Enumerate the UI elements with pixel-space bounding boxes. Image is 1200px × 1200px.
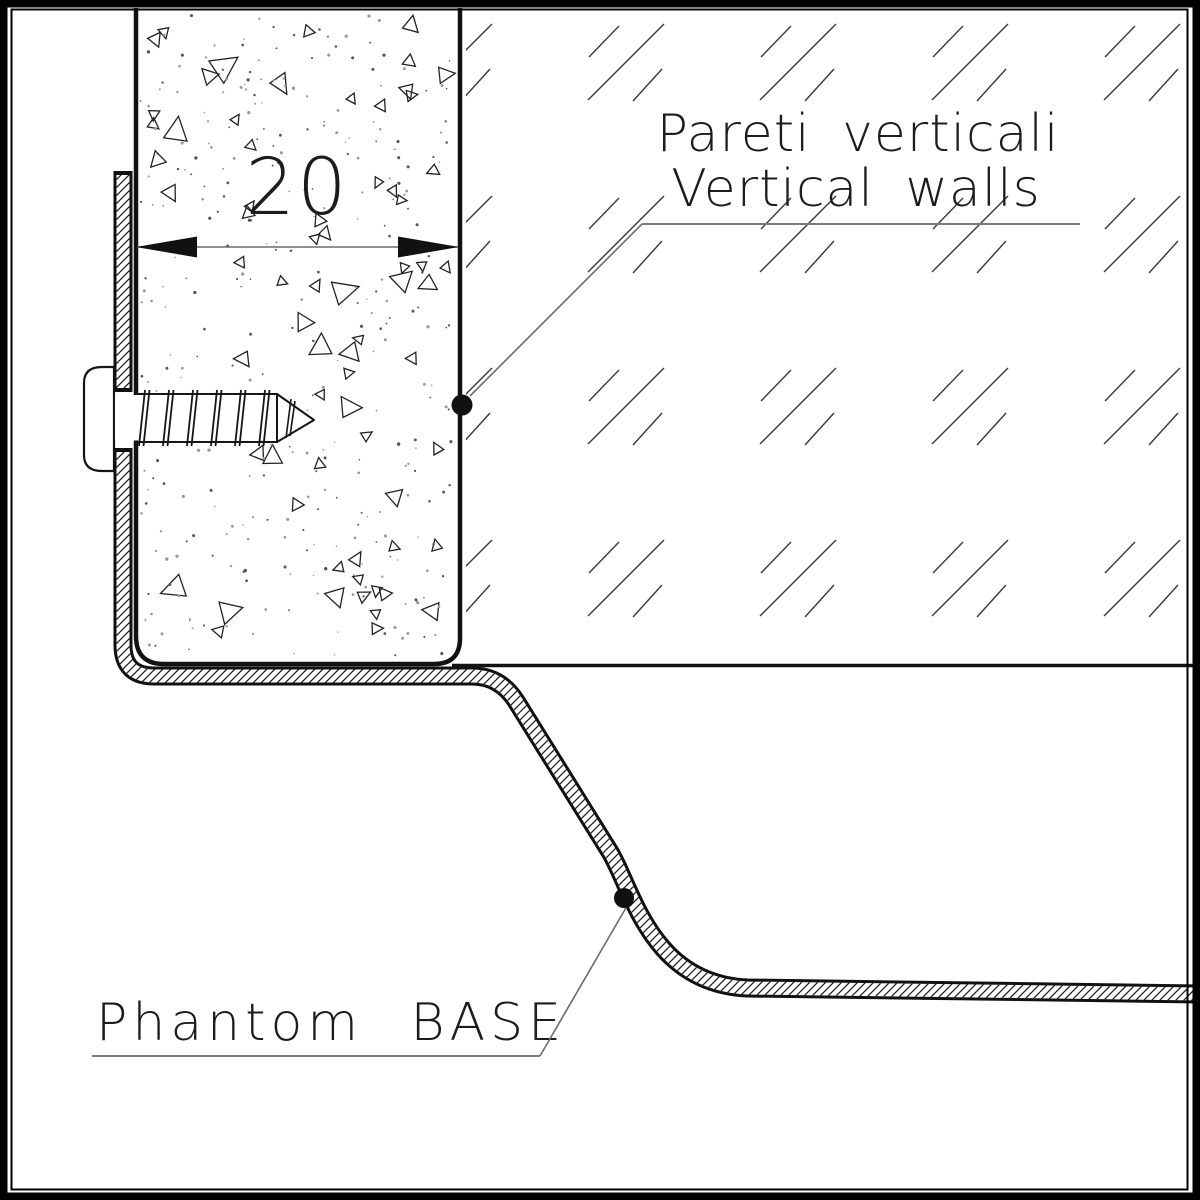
wall-leader-line <box>469 223 643 397</box>
phantom-base-profile <box>113 448 1200 1004</box>
base-label-group: Phantom BASE <box>92 888 634 1057</box>
wall-reference-dot <box>451 394 473 416</box>
concrete-column-outline <box>133 8 463 667</box>
base-reference-dot <box>614 888 634 908</box>
dimension-value: 20 <box>245 143 348 233</box>
dimension-20: 20 <box>136 143 459 258</box>
base-label: Phantom BASE <box>96 993 566 1053</box>
wall-label-group: Pareti verticali Vertical walls <box>451 104 1080 416</box>
dim-arrow-left <box>136 236 197 258</box>
concrete-stipple <box>139 13 457 657</box>
screw-threads <box>138 389 271 447</box>
wall-label-line2: Vertical walls <box>671 159 1041 219</box>
screw <box>115 389 315 447</box>
base-leader-line <box>539 905 628 1057</box>
frame-inner-line <box>10 8 1189 1191</box>
wall-label-line1: Pareti verticali <box>657 104 1060 164</box>
vertical-wall-hatch-region <box>466 10 1187 664</box>
dim-arrow-right <box>398 236 459 258</box>
screw-head <box>82 365 116 473</box>
